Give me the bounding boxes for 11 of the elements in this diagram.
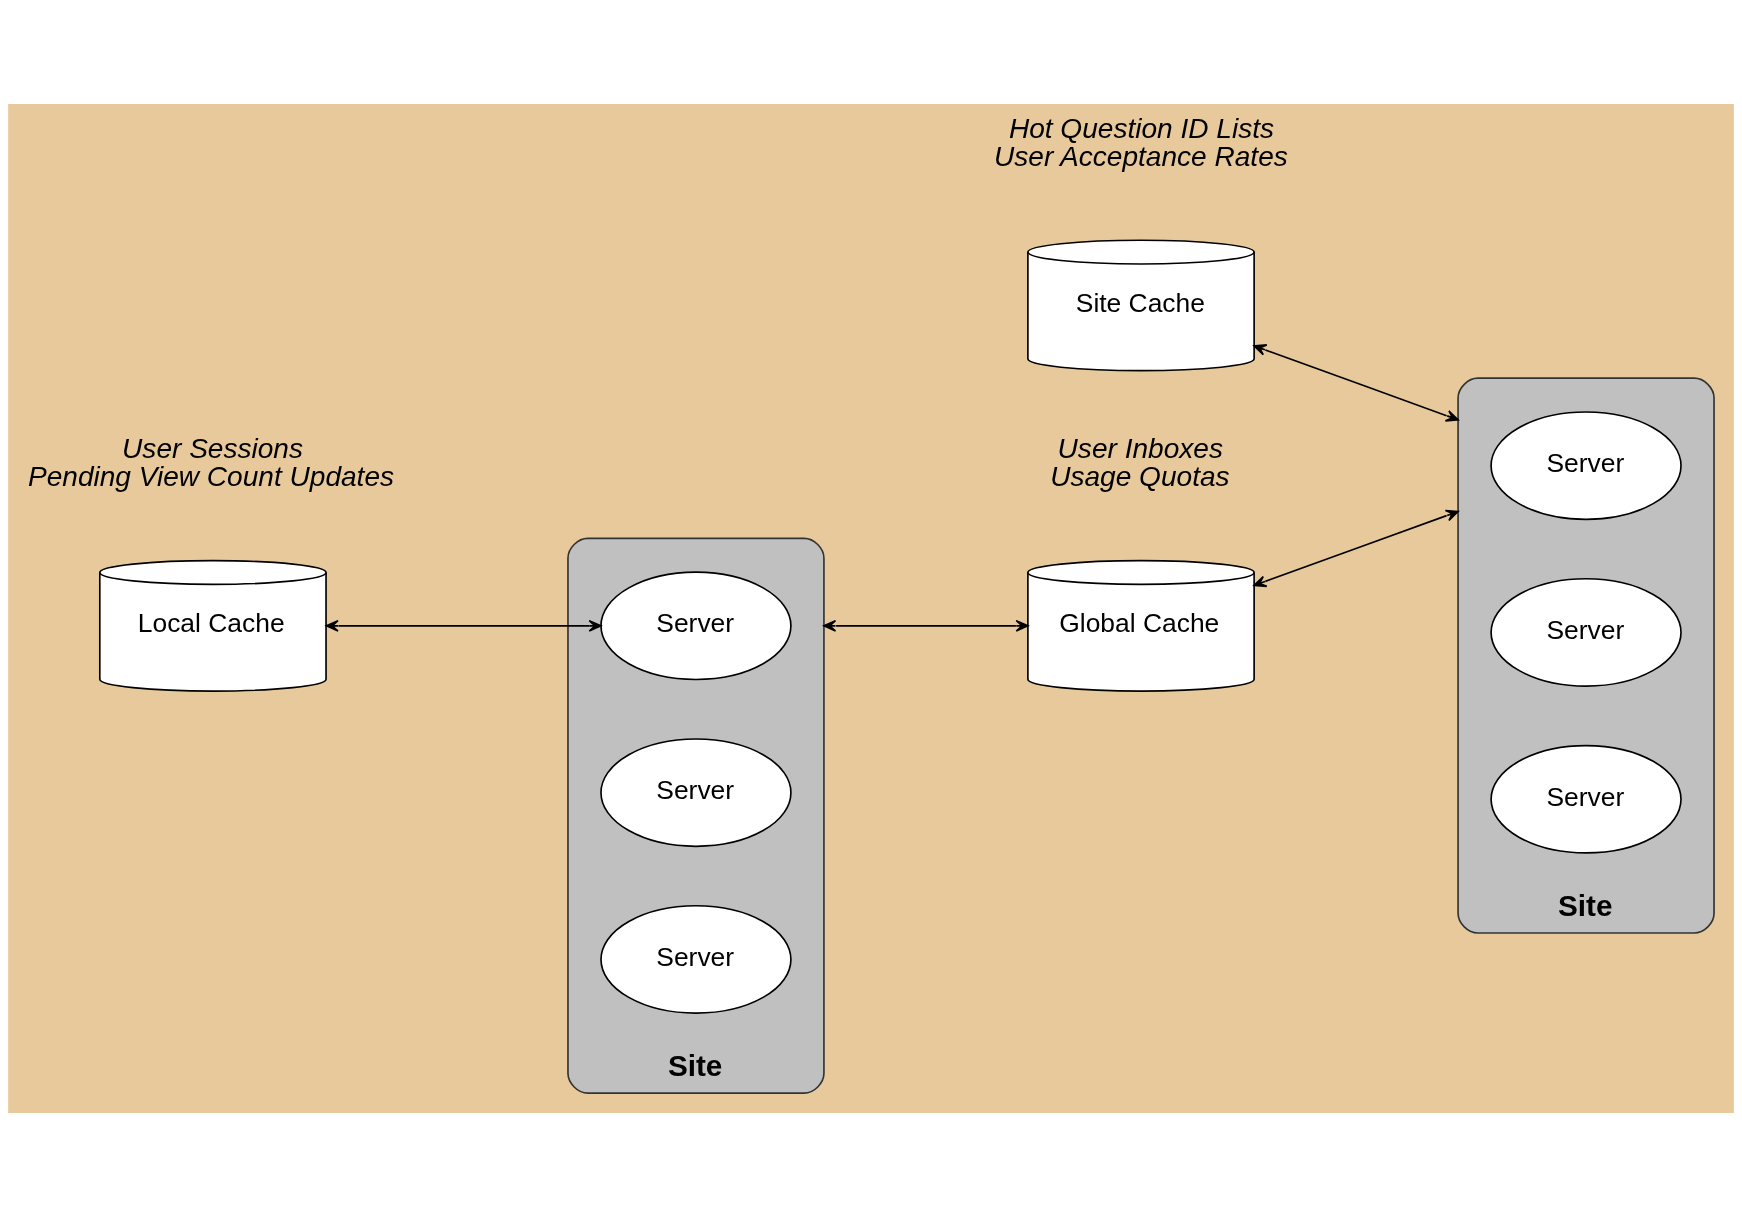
node-ellipse: Server (600, 738, 792, 848)
node-ellipse: Server (600, 904, 792, 1014)
arrow (325, 619, 602, 632)
node-label: Hot Question ID Lists (1008, 113, 1275, 145)
node-ellipse: Server (600, 571, 792, 681)
node-ellipse: Server (1490, 577, 1682, 687)
arrow (1253, 344, 1459, 422)
node-ellipse: Server (1490, 411, 1682, 521)
arrow (1253, 509, 1459, 588)
arrow (823, 619, 1029, 632)
node-ellipse: Server (1490, 744, 1682, 854)
